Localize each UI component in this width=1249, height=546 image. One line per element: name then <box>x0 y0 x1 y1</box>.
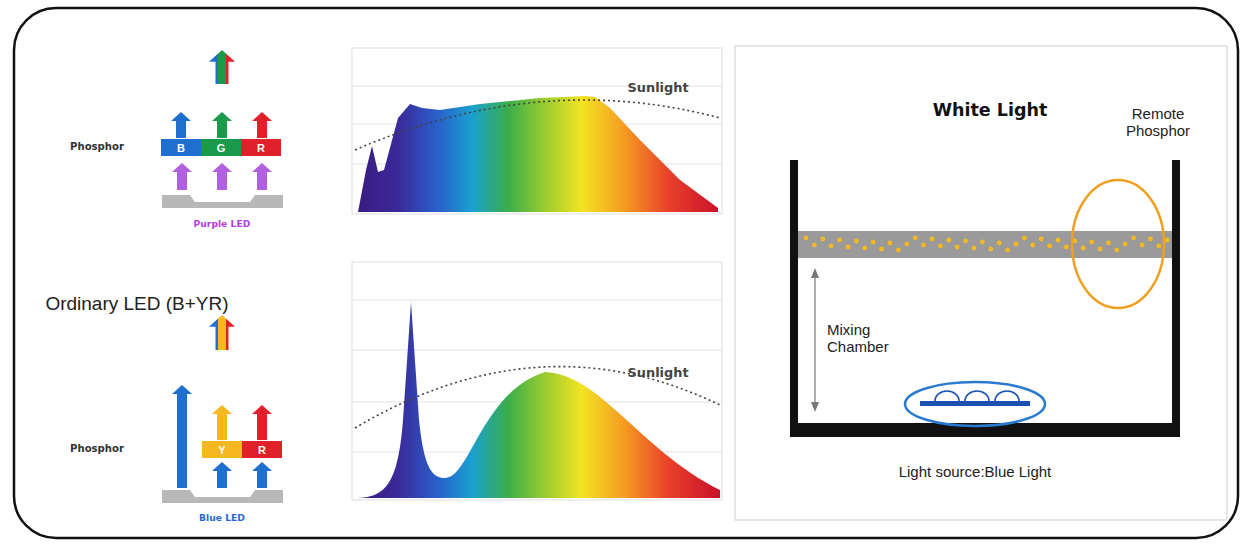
phosphor-dot <box>997 241 1002 246</box>
phosphor-dot <box>1131 236 1136 241</box>
phosphor-letter: R <box>257 142 265 154</box>
phosphor-dot <box>1047 244 1052 249</box>
phosphor-dot <box>829 244 834 249</box>
phosphor-dot <box>955 245 960 250</box>
led-chip <box>162 490 283 503</box>
phosphor-dot <box>946 238 951 243</box>
phosphor-layer <box>798 231 1172 258</box>
phosphor-dot <box>1156 244 1161 249</box>
curve-label: Sunlight <box>628 366 689 380</box>
light-arrow <box>212 112 232 138</box>
phosphor-dot <box>963 239 968 244</box>
phosphor-dot <box>938 244 943 249</box>
callout-label: Light source:Blue Light <box>899 464 1052 481</box>
part-label: Phosphor <box>70 141 124 152</box>
led-label: Purple LED <box>194 219 251 229</box>
phosphor-dot <box>896 248 901 253</box>
phosphor-dot <box>820 237 825 242</box>
led-label: Blue LED <box>199 513 245 523</box>
phosphor-dot <box>1064 245 1069 250</box>
phosphor-dot <box>1148 237 1153 242</box>
phosphor-dot <box>1056 238 1061 243</box>
curve-label: Sunlight <box>628 81 689 95</box>
phosphor-dot <box>1039 237 1044 242</box>
chart-panel <box>352 262 722 500</box>
phosphor-letter: G <box>217 142 226 154</box>
phosphor-dot <box>888 241 893 246</box>
spectrum-area <box>355 302 720 498</box>
led-board <box>920 401 1030 406</box>
phosphor-dot <box>854 239 859 244</box>
phosphor-dot <box>904 242 909 247</box>
phosphor-dot <box>1081 246 1086 251</box>
led-chip <box>162 195 283 208</box>
phosphor-letter: Y <box>218 444 225 456</box>
phosphor-dot <box>972 246 977 251</box>
led-domes <box>935 391 1019 401</box>
phosphor-box: R <box>241 139 281 156</box>
dimension-label: Mixing Chamber <box>827 322 897 355</box>
phosphor-dot <box>879 247 884 252</box>
sunlight-curve <box>355 100 720 150</box>
phosphor-dot <box>1123 242 1128 247</box>
light-arrow <box>212 163 232 190</box>
housing <box>790 160 1180 437</box>
phosphor-dots <box>804 236 1170 253</box>
callout-ring <box>1072 180 1164 308</box>
output-label: White Light <box>933 101 1048 120</box>
phosphor-dot <box>1030 243 1035 248</box>
phosphor-dot <box>1098 247 1103 252</box>
part-label: Phosphor <box>70 443 124 454</box>
phosphor-dot <box>1005 248 1010 253</box>
phosphor-dot <box>930 237 935 242</box>
spectrum-area <box>358 96 718 212</box>
phosphor-dot <box>980 240 985 245</box>
phosphor-box: G <box>201 139 241 156</box>
phosphor-dot <box>1089 240 1094 245</box>
phosphor-box: B <box>161 139 201 156</box>
phosphor-dot <box>1140 243 1145 248</box>
light-arrow <box>212 462 232 488</box>
light-arrow <box>172 385 192 488</box>
phosphor-box: Y <box>202 441 242 458</box>
phosphor-dot <box>871 240 876 245</box>
light-arrow <box>252 163 272 190</box>
phosphor-dot <box>1022 236 1027 241</box>
phosphor-dot <box>921 243 926 248</box>
phosphor-dot <box>804 236 809 241</box>
phosphor-dot <box>1106 241 1111 246</box>
dimension-line <box>814 272 815 408</box>
mixed-arrow <box>209 50 235 84</box>
phosphor-dot <box>1014 242 1019 247</box>
light-arrow <box>252 462 272 488</box>
phosphor-dot <box>812 243 817 248</box>
phosphor-box: R <box>242 441 282 458</box>
phosphor-letter: R <box>258 444 266 456</box>
mixed-arrow <box>209 315 235 350</box>
light-arrow <box>252 112 272 138</box>
frame <box>14 8 1238 538</box>
light-arrow <box>172 163 192 190</box>
light-arrow <box>171 112 191 138</box>
callout-label: Remote Phosphor <box>1118 106 1198 139</box>
phosphor-dot <box>1165 238 1170 243</box>
light-arrow <box>252 405 272 440</box>
phosphor-dot <box>913 236 918 241</box>
phosphor-dot <box>837 238 842 243</box>
phosphor-dot <box>988 247 993 252</box>
section-heading: Ordinary LED (B+YR) <box>45 294 228 315</box>
dimension-arrows <box>811 268 819 412</box>
sunlight-curve <box>355 367 720 428</box>
callout-ring <box>905 382 1045 426</box>
phosphor-letter: B <box>177 142 185 154</box>
phosphor-dot <box>862 246 867 251</box>
chart-panel <box>352 48 722 214</box>
phosphor-dot <box>1114 248 1119 253</box>
light-arrow <box>212 405 232 440</box>
panel <box>735 46 1227 520</box>
phosphor-dot <box>846 245 851 250</box>
